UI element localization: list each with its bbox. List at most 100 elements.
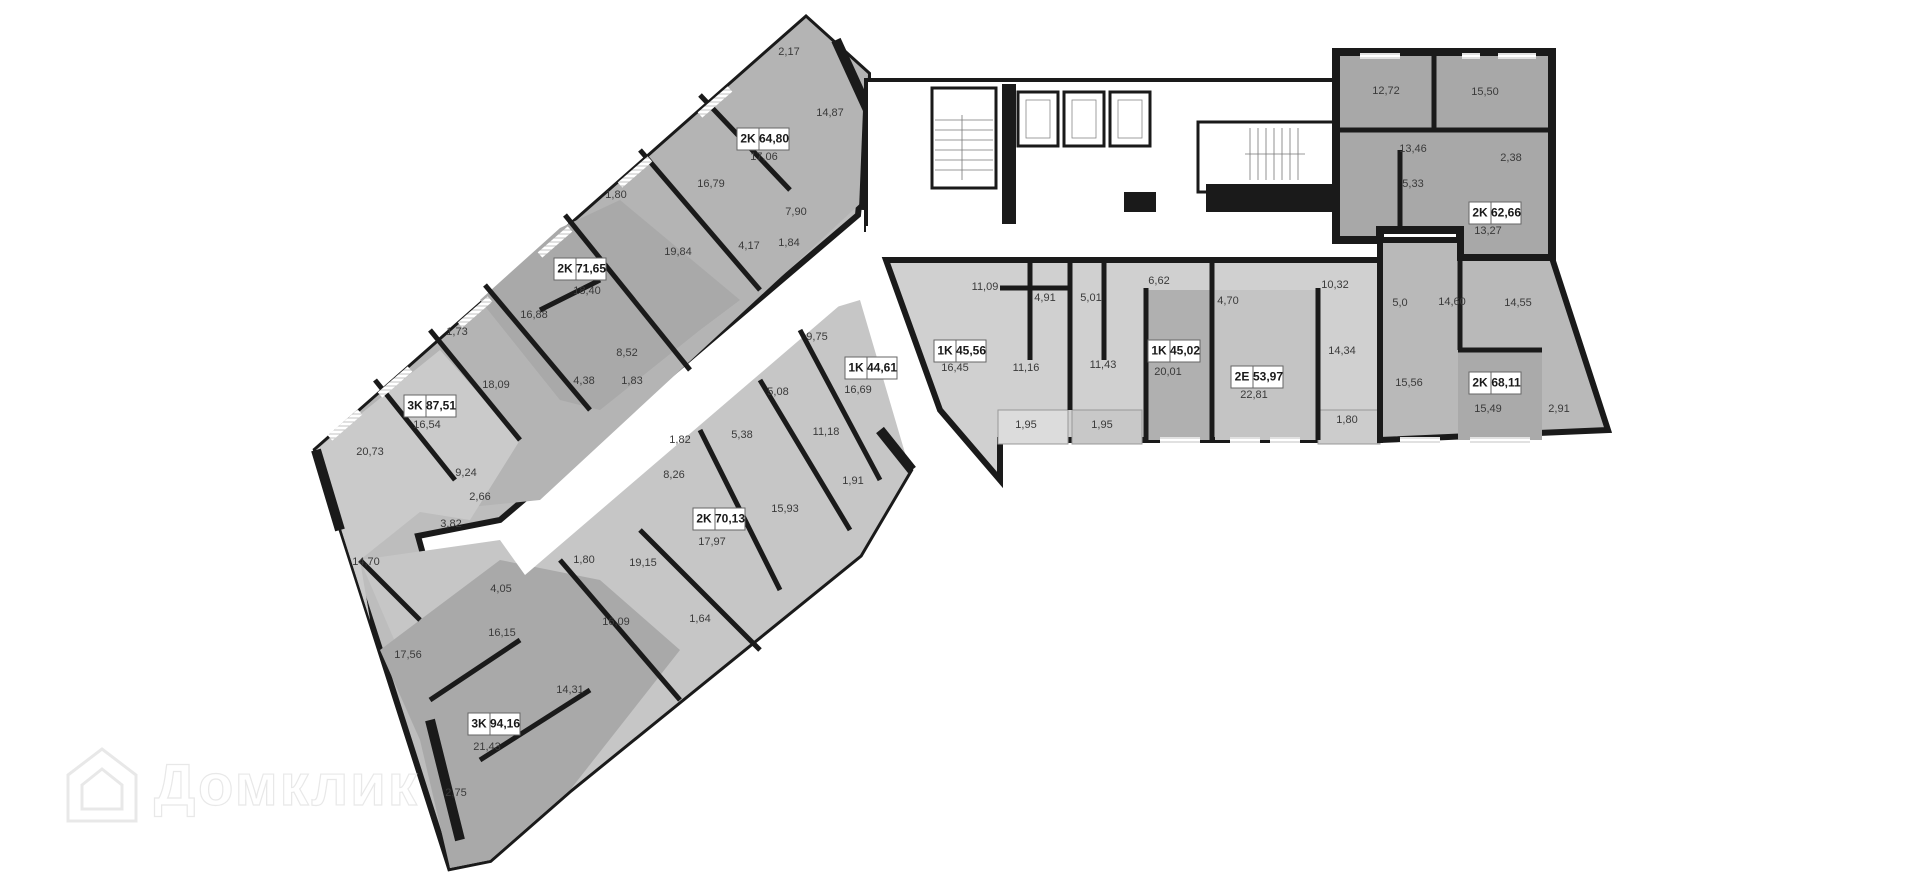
svg-text:5,08: 5,08 [767,386,788,398]
svg-text:1K: 1K [848,361,864,375]
apartment-badge-94-16[interactable]: 3K 94,16 [467,712,521,736]
svg-text:68,11: 68,11 [1491,376,1521,390]
elevator-1 [1016,90,1060,148]
svg-text:5,0: 5,0 [1392,297,1407,309]
svg-text:20,73: 20,73 [356,446,384,458]
apartment-badge-70-13[interactable]: 2K 70,13 [692,507,746,531]
balcony-1-95-b [1071,409,1143,445]
svg-text:21,43: 21,43 [473,741,501,753]
svg-text:1,73: 1,73 [446,326,467,338]
watermark-text: Домклик [153,752,419,818]
svg-text:1,80: 1,80 [1336,414,1357,426]
svg-text:20,01: 20,01 [1154,366,1182,378]
balcony-1-80 [1317,409,1381,445]
svg-text:19,15: 19,15 [629,557,657,569]
left-corridor [500,225,895,575]
apartment-badge-44-61[interactable]: 1K 44,61 [844,356,898,380]
svg-text:9,24: 9,24 [455,467,476,479]
elevator-2 [1062,90,1106,148]
svg-text:11,16: 11,16 [1013,362,1040,374]
svg-text:2K: 2K [696,512,712,526]
svg-text:13,27: 13,27 [1474,225,1502,237]
svg-text:14,31: 14,31 [556,684,584,696]
apartment-94-16-fill [380,560,680,868]
svg-text:16,45: 16,45 [941,362,969,374]
svg-text:2,38: 2,38 [1500,152,1521,164]
svg-text:11,09: 11,09 [972,281,999,293]
svg-text:15,93: 15,93 [771,503,799,515]
svg-text:16,15: 16,15 [488,627,516,639]
svg-text:2K: 2K [1472,376,1488,390]
svg-text:4,38: 4,38 [573,375,594,387]
svg-text:1,64: 1,64 [689,613,710,625]
apartment-45-02-fill [1146,290,1210,440]
svg-text:5,33: 5,33 [1402,178,1423,190]
svg-text:2,17: 2,17 [778,46,799,58]
svg-text:16,79: 16,79 [697,178,725,190]
svg-text:4,70: 4,70 [1217,295,1238,307]
svg-text:94,16: 94,16 [490,717,520,731]
svg-text:1,80: 1,80 [605,189,626,201]
svg-text:18,09: 18,09 [482,379,510,391]
svg-text:45,02: 45,02 [1170,344,1200,358]
svg-text:10,32: 10,32 [1321,279,1349,291]
svg-text:14,34: 14,34 [1328,345,1356,357]
svg-text:4,91: 4,91 [1034,292,1055,304]
watermark: Домклик [64,745,419,825]
svg-text:13,46: 13,46 [1399,143,1427,155]
svg-text:14,87: 14,87 [816,107,844,119]
svg-text:4,05: 4,05 [490,583,511,595]
svg-text:1K: 1K [1151,344,1167,358]
svg-text:4,17: 4,17 [738,240,759,252]
svg-text:5,01: 5,01 [1080,292,1101,304]
svg-text:1,84: 1,84 [778,237,799,249]
svg-text:8,52: 8,52 [616,347,637,359]
svg-text:2,91: 2,91 [1548,403,1569,415]
left-wing-walls [358,93,883,763]
svg-text:1,82: 1,82 [669,434,690,446]
svg-text:6,62: 6,62 [1148,275,1169,287]
apartment-badges: 2K 64,80 2K 71,65 3K 87,51 1K 44,61 2K 7… [403,127,1522,736]
svg-text:71,65: 71,65 [576,262,606,276]
svg-text:1,95: 1,95 [1015,419,1036,431]
svg-text:3,82: 3,82 [440,518,461,530]
apartment-badge-45-56[interactable]: 1K 45,56 [933,339,987,363]
svg-text:14,60: 14,60 [1438,296,1466,308]
apartment-badge-45-02[interactable]: 1K 45,02 [1147,339,1201,363]
svg-text:18,40: 18,40 [573,285,601,297]
svg-text:17,06: 17,06 [750,151,778,163]
svg-text:2,66: 2,66 [469,491,490,503]
svg-text:14,70: 14,70 [352,556,380,568]
svg-text:45,56: 45,56 [956,344,986,358]
svg-text:14,55: 14,55 [1504,297,1532,309]
svg-text:17,97: 17,97 [698,536,726,548]
svg-text:16,09: 16,09 [602,616,630,628]
left-wing [311,13,916,872]
svg-text:8,26: 8,26 [663,469,684,481]
svg-text:53,97: 53,97 [1253,370,1283,384]
apartment-badge-71-65[interactable]: 2K 71,65 [553,257,607,281]
svg-text:70,13: 70,13 [715,512,745,526]
elevator-bank [1016,90,1152,148]
apartment-badge-64-80[interactable]: 2K 64,80 [736,127,790,151]
svg-text:1,95: 1,95 [1091,419,1112,431]
apartment-badge-68-11[interactable]: 2K 68,11 [1468,371,1522,395]
staircase-2 [1196,120,1350,194]
svg-text:15,50: 15,50 [1471,86,1499,98]
apartment-badge-53-97[interactable]: 2E 53,97 [1230,365,1284,389]
apartment-badge-62-66[interactable]: 2K 62,66 [1468,201,1522,225]
svg-text:2K: 2K [557,262,573,276]
apartment-badge-87-51[interactable]: 3K 87,51 [403,394,457,418]
elevator-3 [1108,90,1152,148]
staircase-1 [930,86,998,190]
svg-text:5,38: 5,38 [731,429,752,441]
svg-text:2E: 2E [1235,370,1250,384]
svg-text:19,84: 19,84 [664,246,692,258]
balcony-1-95-a [997,409,1069,445]
svg-text:2K: 2K [1472,206,1488,220]
svg-text:3K: 3K [471,717,487,731]
svg-text:64,80: 64,80 [759,132,789,146]
svg-text:3K: 3K [407,399,423,413]
svg-text:15,56: 15,56 [1395,377,1423,389]
